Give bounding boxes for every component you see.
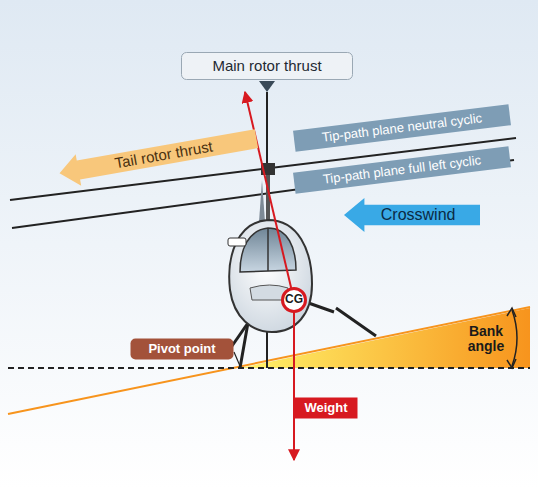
box-shape [131, 339, 234, 360]
fuselage [229, 220, 312, 332]
callout-pointer [259, 81, 275, 92]
callout-box: Weight [294, 397, 358, 419]
node-text: Pivot point [148, 342, 215, 357]
box-shape [182, 53, 353, 80]
windscreen [240, 228, 296, 272]
main-rotor-thrust-vector [245, 92, 294, 300]
box-shape [293, 146, 511, 193]
arrow-shape [57, 123, 260, 189]
windscreen-frame [267, 228, 269, 271]
level-line [8, 367, 530, 369]
wind-arrow: Crosswind [344, 198, 480, 232]
node-text: Weight [304, 401, 347, 416]
cg-marker: CG [281, 287, 307, 313]
box-shape [295, 398, 358, 419]
node-text: CG [285, 293, 303, 307]
side-step [228, 238, 246, 246]
weight-vector [293, 300, 295, 460]
callout-box: Pivot point [130, 338, 234, 360]
circle-shape [283, 289, 306, 312]
bank-arc-head [507, 308, 516, 317]
node-text: Crosswind [381, 206, 456, 224]
bank-arc [512, 310, 517, 366]
arrow-shape [344, 198, 480, 232]
node-text: Main rotor thrust [212, 57, 321, 74]
pivot-leader [234, 352, 240, 366]
bank-arc-head [507, 359, 516, 368]
callout-box: Main rotor thrust [181, 52, 353, 80]
box-shape [293, 104, 511, 151]
angle-label: Bank angle [462, 324, 510, 355]
